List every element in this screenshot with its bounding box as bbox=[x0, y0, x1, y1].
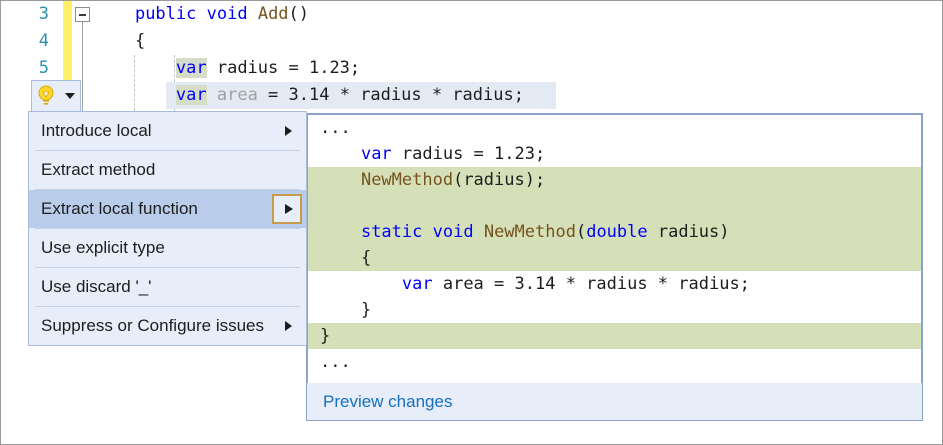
code-token: } bbox=[320, 326, 331, 346]
preview-panel-footer: Preview changes bbox=[306, 383, 923, 421]
code-token: ( bbox=[575, 222, 587, 242]
menu-separator bbox=[35, 267, 300, 268]
code-token: void bbox=[206, 4, 248, 24]
code-token bbox=[320, 222, 361, 242]
code-token: ; bbox=[349, 58, 361, 78]
menu-item-label: Use discard '_' bbox=[41, 277, 152, 296]
preview-added-line: { bbox=[308, 245, 921, 271]
code-token: { bbox=[94, 31, 146, 51]
selection-highlight bbox=[166, 82, 556, 109]
menu-item-introduce-local[interactable]: Introduce local bbox=[29, 112, 306, 150]
code-token: NewMethod bbox=[483, 222, 576, 242]
code-token: double bbox=[586, 222, 648, 242]
fold-region-line bbox=[82, 21, 83, 111]
menu-item-label: Use explicit type bbox=[41, 238, 165, 257]
chevron-right-icon[interactable] bbox=[285, 126, 292, 136]
code-token bbox=[320, 274, 402, 294]
code-token: (radius); bbox=[453, 170, 546, 190]
menu-item-use-explicit-type[interactable]: Use explicit type bbox=[29, 229, 306, 267]
code-line[interactable]: { bbox=[94, 28, 145, 55]
preview-added-line bbox=[308, 193, 921, 219]
preview-context-line: ... bbox=[308, 115, 921, 141]
menu-item-extract-local-function[interactable]: Extract local function bbox=[29, 190, 306, 228]
menu-separator bbox=[35, 228, 300, 229]
code-line[interactable]: public void Add() bbox=[94, 1, 309, 28]
code-token: = bbox=[257, 85, 289, 105]
preview-code-lines: ... var radius = 1.23; NewMethod(radius)… bbox=[308, 115, 921, 375]
preview-added-line: static void NewMethod(double radius) bbox=[308, 219, 921, 245]
line-number: 5 bbox=[38, 58, 49, 78]
unsaved-change-bar bbox=[63, 1, 72, 111]
code-token bbox=[320, 144, 361, 164]
line-number: 3 bbox=[38, 4, 49, 24]
code-token: var bbox=[401, 274, 433, 294]
code-token bbox=[196, 4, 206, 24]
line-number: 4 bbox=[38, 31, 49, 51]
menu-item-label: Extract local function bbox=[41, 199, 198, 218]
code-token: } bbox=[320, 300, 372, 320]
indent-guide bbox=[134, 55, 135, 111]
menu-separator bbox=[35, 150, 300, 151]
menu-separator bbox=[35, 306, 300, 307]
chevron-down-icon bbox=[65, 93, 75, 99]
menu-item-extract-method[interactable]: Extract method bbox=[29, 151, 306, 189]
preview-changes-link[interactable]: Preview changes bbox=[323, 391, 453, 411]
collapse-region-toggle[interactable] bbox=[75, 7, 90, 22]
code-token: area = bbox=[432, 274, 515, 294]
chevron-right-icon[interactable] bbox=[285, 321, 292, 331]
code-token: var bbox=[175, 58, 207, 78]
code-token bbox=[320, 170, 361, 190]
code-line[interactable]: var area = 3.14 * radius * radius; bbox=[94, 82, 524, 109]
menu-item-label: Suppress or Configure issues bbox=[41, 316, 265, 335]
code-line[interactable]: var radius = 1.23; bbox=[94, 55, 360, 82]
menu-separator bbox=[35, 189, 300, 190]
code-token: ... bbox=[320, 118, 351, 138]
code-token bbox=[94, 58, 176, 78]
code-token: * radius * radius; bbox=[329, 85, 524, 105]
code-token bbox=[422, 222, 432, 242]
code-token: () bbox=[288, 4, 310, 24]
code-token: 1.23 bbox=[308, 58, 350, 78]
code-token: void bbox=[432, 222, 474, 242]
preview-context-line: ... bbox=[308, 349, 921, 375]
preview-context-line: var radius = 1.23; bbox=[308, 141, 921, 167]
preview-context-line: } bbox=[308, 297, 921, 323]
code-token: public bbox=[134, 4, 197, 24]
menu-item-use-discard[interactable]: Use discard '_' bbox=[29, 268, 306, 306]
code-token: * radius * radius; bbox=[555, 274, 750, 294]
menu-item-label: Introduce local bbox=[41, 121, 152, 140]
code-token: radius = bbox=[391, 144, 495, 164]
code-token bbox=[94, 4, 135, 24]
submenu-expand-button[interactable] bbox=[272, 194, 302, 224]
preview-added-line: NewMethod(radius); bbox=[308, 167, 921, 193]
code-token: NewMethod bbox=[360, 170, 454, 190]
code-token: { bbox=[320, 248, 372, 268]
code-token bbox=[248, 4, 258, 24]
code-token: 1.23 bbox=[494, 144, 535, 164]
code-token: radius) bbox=[647, 222, 730, 242]
quick-actions-lightbulb-button[interactable] bbox=[31, 80, 81, 112]
code-token: static bbox=[360, 222, 423, 242]
preview-context-line: var area = 3.14 * radius * radius; bbox=[308, 271, 921, 297]
code-token: Add bbox=[257, 4, 289, 24]
code-token: var bbox=[175, 85, 207, 105]
lightbulb-icon bbox=[38, 85, 54, 105]
code-token bbox=[207, 85, 217, 105]
code-token: 3.14 bbox=[514, 274, 556, 294]
menu-item-label: Extract method bbox=[41, 160, 156, 179]
preview-added-line: } bbox=[308, 323, 921, 349]
code-token: ... bbox=[320, 352, 351, 372]
refactoring-preview-panel: ... var radius = 1.23; NewMethod(radius)… bbox=[306, 113, 923, 421]
code-token: ; bbox=[534, 144, 546, 164]
code-token bbox=[94, 85, 176, 105]
code-token: area bbox=[216, 85, 258, 105]
code-token: radius = bbox=[206, 58, 309, 78]
menu-item-suppress-or-configure-issues[interactable]: Suppress or Configure issues bbox=[29, 307, 306, 345]
code-token: var bbox=[360, 144, 392, 164]
code-token bbox=[474, 222, 484, 242]
code-token: 3.14 bbox=[288, 85, 330, 105]
